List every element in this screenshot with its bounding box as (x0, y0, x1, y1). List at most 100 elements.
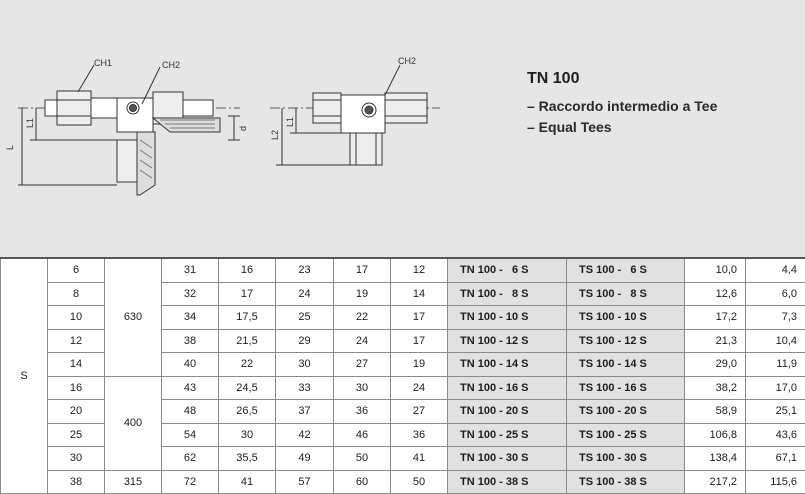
technical-drawing: CH1 CH2 CH2 L L1 d L2 L1 (5, 56, 440, 196)
dim-ch1: 60 (333, 469, 391, 494)
dim-l1: 22 (218, 352, 276, 377)
dim-l2: 57 (275, 469, 334, 494)
dim-l: 31 (161, 257, 219, 283)
dim-l1: 41 (218, 469, 276, 494)
code-tn: TN 100 - 38 S (447, 469, 567, 494)
product-title: TN 100 (527, 70, 580, 87)
weight-1: 12,6 (684, 281, 746, 306)
subtitle-italian: – Raccordo intermedio a Tee (527, 98, 718, 114)
weight-1: 29,0 (684, 352, 746, 377)
dim-l: 62 (161, 446, 219, 471)
weight-2: 10,4 (745, 328, 805, 353)
dim-l: 72 (161, 469, 219, 494)
weight-2: 11,9 (745, 352, 805, 377)
dim-l: 54 (161, 422, 219, 447)
dim-l1: 17 (218, 281, 276, 306)
code-ts: TS 100 - 8 S (566, 281, 685, 306)
label-l: L (5, 145, 15, 150)
dim-d: 30 (47, 446, 105, 471)
pressure-cell: 400 (104, 375, 162, 471)
dim-l: 32 (161, 281, 219, 306)
dim-ch2: 14 (390, 281, 448, 306)
dim-l2: 42 (275, 422, 334, 447)
code-tn: TN 100 - 14 S (447, 352, 567, 377)
dim-l2: 25 (275, 305, 334, 330)
dim-ch1: 24 (333, 328, 391, 353)
dim-l1: 35,5 (218, 446, 276, 471)
dim-l1: 24,5 (218, 375, 276, 400)
dim-d: 20 (47, 399, 105, 424)
code-tn: TN 100 - 10 S (447, 305, 567, 330)
code-tn: TN 100 - 16 S (447, 375, 567, 400)
dim-d: 14 (47, 352, 105, 377)
dim-ch2: 36 (390, 422, 448, 447)
weight-1: 21,3 (684, 328, 746, 353)
dim-l1: 26,5 (218, 399, 276, 424)
dim-l: 48 (161, 399, 219, 424)
label-ch1: CH1 (94, 58, 112, 68)
body-left (90, 97, 118, 119)
weight-2: 7,3 (745, 305, 805, 330)
dim-l2: 49 (275, 446, 334, 471)
dim-l2: 29 (275, 328, 334, 353)
dim-d: 16 (47, 375, 105, 400)
dim-ch2: 17 (390, 305, 448, 330)
weight-2: 4,4 (745, 257, 805, 283)
dim-d: 12 (47, 328, 105, 353)
dim-ch1: 30 (333, 375, 391, 400)
weight-1: 106,8 (684, 422, 746, 447)
code-ts: TS 100 - 10 S (566, 305, 685, 330)
dim-ch1: 46 (333, 422, 391, 447)
code-ts: TS 100 - 6 S (566, 257, 685, 283)
code-tn: TN 100 - 20 S (447, 399, 567, 424)
label-l1-right: L1 (285, 117, 295, 127)
subtitle-english: – Equal Tees (527, 119, 612, 135)
code-ts: TS 100 - 16 S (566, 375, 685, 400)
weight-2: 25,1 (745, 399, 805, 424)
dim-ch1: 22 (333, 305, 391, 330)
weight-1: 217,2 (684, 469, 746, 494)
code-tn: TN 100 - 12 S (447, 328, 567, 353)
label-l1-left: L1 (25, 118, 35, 128)
dim-ch2: 41 (390, 446, 448, 471)
code-ts: TS 100 - 14 S (566, 352, 685, 377)
pressure-cell: 315 (104, 469, 162, 494)
dim-ch2: 50 (390, 469, 448, 494)
label-d: d (238, 126, 248, 131)
code-ts: TS 100 - 30 S (566, 446, 685, 471)
code-ts: TS 100 - 25 S (566, 422, 685, 447)
pressure-cell: 630 (104, 257, 162, 377)
weight-1: 10,0 (684, 257, 746, 283)
dim-l: 34 (161, 305, 219, 330)
dim-l1: 30 (218, 422, 276, 447)
dim-d: 25 (47, 422, 105, 447)
code-ts: TS 100 - 38 S (566, 469, 685, 494)
dim-ch2: 12 (390, 257, 448, 283)
tube-left (44, 99, 58, 117)
dim-l: 40 (161, 352, 219, 377)
body-right-bottom-thread (349, 132, 383, 166)
nut-bottom (116, 139, 138, 183)
dim-l2: 23 (275, 257, 334, 283)
dim-l2: 37 (275, 399, 334, 424)
dim-d: 10 (47, 305, 105, 330)
label-ch2-left: CH2 (162, 60, 180, 70)
weight-1: 38,2 (684, 375, 746, 400)
weight-2: 67,1 (745, 446, 805, 471)
body-right-right-thread (384, 92, 428, 124)
dim-l2: 24 (275, 281, 334, 306)
dim-ch2: 17 (390, 328, 448, 353)
weight-1: 58,9 (684, 399, 746, 424)
dim-ch2: 19 (390, 352, 448, 377)
code-ts: TS 100 - 12 S (566, 328, 685, 353)
